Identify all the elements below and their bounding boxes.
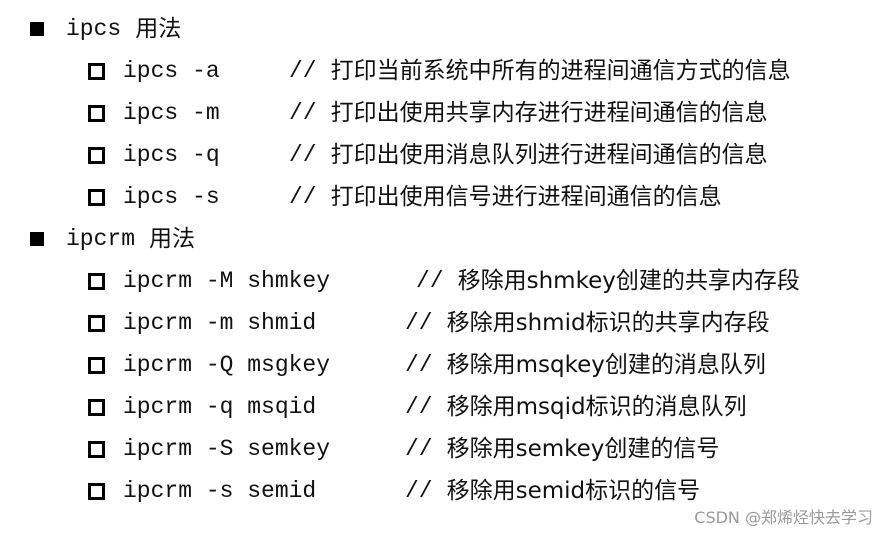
hollow-square-bullet-icon	[88, 482, 105, 500]
command-text: ipcs -m	[123, 100, 220, 126]
list-item: ipcrm -s semid // 移除用semid标识的信号	[88, 474, 700, 508]
command-description: 打印出使用共享内存进行进程间通信的信息	[330, 100, 768, 126]
list-item: ipcrm -Q msgkey // 移除用msqkey创建的消息队列	[88, 348, 766, 382]
filled-square-bullet-icon	[30, 22, 44, 36]
command-description: 打印出使用信号进行进程间通信的信息	[330, 184, 722, 210]
comment-marker: //	[405, 310, 433, 336]
comment-marker: //	[289, 100, 317, 126]
command-text: ipcrm -Q msgkey	[123, 352, 331, 378]
command-description: 移除用shmid标识的共享内存段	[446, 310, 770, 336]
hollow-square-bullet-icon	[88, 440, 105, 458]
hollow-square-bullet-icon	[88, 356, 105, 374]
filled-square-bullet-icon	[30, 232, 44, 246]
command-description: 移除用semkey创建的信号	[446, 436, 720, 462]
command-description: 打印当前系统中所有的进程间通信方式的信息	[330, 58, 791, 84]
heading-command: ipcs	[66, 16, 122, 42]
comment-marker: //	[289, 142, 317, 168]
comment-marker: //	[405, 394, 433, 420]
list-item: ipcrm -M shmkey // 移除用shmkey创建的共享内存段	[88, 264, 800, 298]
command-text: ipcs -a	[123, 58, 220, 84]
hollow-square-bullet-icon	[88, 146, 105, 164]
hollow-square-bullet-icon	[88, 188, 105, 206]
list-item: ipcs -s // 打印出使用信号进行进程间通信的信息	[88, 180, 722, 214]
comment-marker: //	[405, 436, 433, 462]
watermark-text: CSDN @郑烯烃快去学习	[694, 508, 873, 527]
list-item: ipcrm -m shmid // 移除用shmid标识的共享内存段	[88, 306, 770, 340]
command-description: 移除用shmkey创建的共享内存段	[457, 268, 800, 294]
list-item: ipcs -a // 打印当前系统中所有的进程间通信方式的信息	[88, 54, 791, 88]
heading-command: ipcrm	[66, 226, 136, 252]
hollow-square-bullet-icon	[88, 272, 105, 290]
command-description: 移除用msqid标识的消息队列	[446, 394, 747, 420]
hollow-square-bullet-icon	[88, 314, 105, 332]
command-description: 移除用msqkey创建的消息队列	[446, 352, 766, 378]
comment-marker: //	[405, 352, 433, 378]
section-heading-ipcs: ipcs 用法	[30, 12, 181, 46]
command-text: ipcrm -M shmkey	[123, 268, 331, 294]
comment-marker: //	[289, 184, 317, 210]
list-item: ipcs -q // 打印出使用消息队列进行进程间通信的信息	[88, 138, 768, 172]
command-text: ipcrm -S semkey	[123, 436, 331, 462]
command-text: ipcrm -q msqid	[123, 394, 317, 420]
comment-marker: //	[289, 58, 317, 84]
command-text: ipcs -s	[123, 184, 220, 210]
comment-marker: //	[416, 268, 444, 294]
heading-label: 用法	[149, 226, 196, 252]
list-item: ipcs -m // 打印出使用共享内存进行进程间通信的信息	[88, 96, 768, 130]
command-text: ipcrm -m shmid	[123, 310, 317, 336]
command-text: ipcrm -s semid	[123, 478, 317, 504]
section-heading-ipcrm: ipcrm 用法	[30, 222, 195, 256]
list-item: ipcrm -S semkey // 移除用semkey创建的信号	[88, 432, 719, 466]
comment-marker: //	[405, 478, 433, 504]
list-item: ipcrm -q msqid // 移除用msqid标识的消息队列	[88, 390, 747, 424]
command-text: ipcs -q	[123, 142, 220, 168]
hollow-square-bullet-icon	[88, 104, 105, 122]
hollow-square-bullet-icon	[88, 398, 105, 416]
command-description: 打印出使用消息队列进行进程间通信的信息	[330, 142, 768, 168]
heading-label: 用法	[135, 16, 182, 42]
command-description: 移除用semid标识的信号	[446, 478, 701, 504]
hollow-square-bullet-icon	[88, 62, 105, 80]
